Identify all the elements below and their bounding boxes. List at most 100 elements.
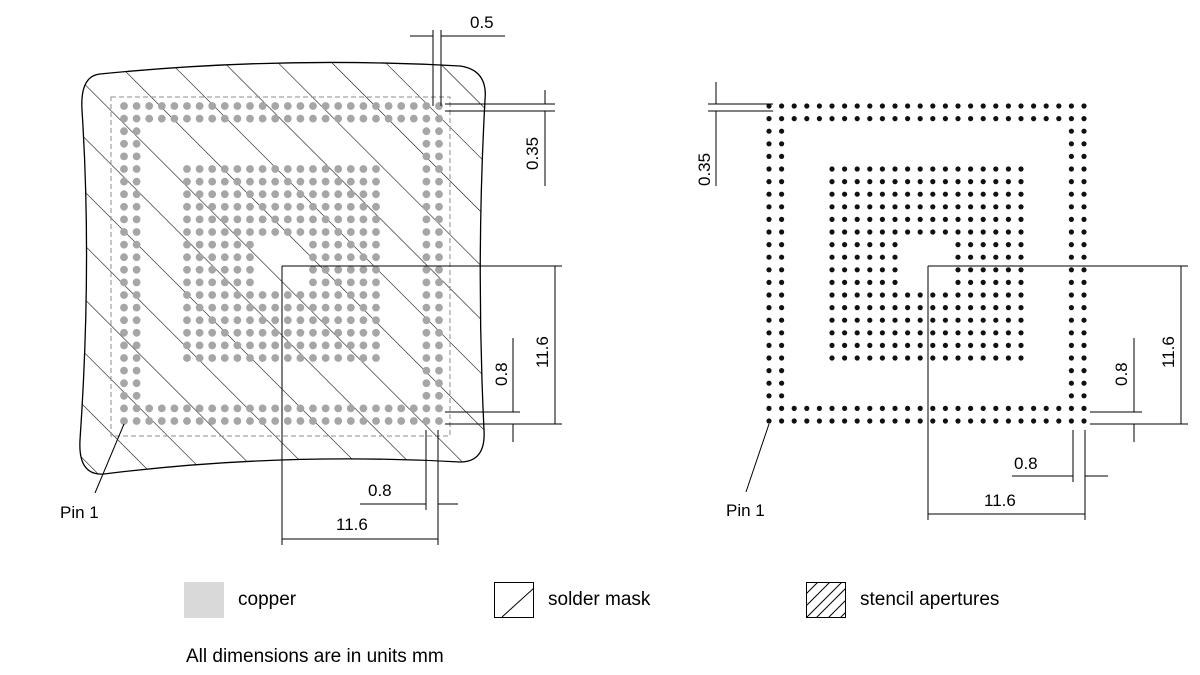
- ball-pad: [879, 191, 886, 197]
- ball-pad: [1068, 380, 1074, 386]
- ball-pad: [271, 228, 280, 236]
- ball-pad: [334, 328, 343, 337]
- ball-pad: [195, 102, 204, 110]
- ball-pad: [132, 291, 141, 299]
- ball-pad: [334, 278, 343, 287]
- ball-pad: [930, 229, 936, 235]
- ball-pad: [334, 102, 343, 110]
- ball-pad: [157, 404, 166, 413]
- ball-pad: [842, 317, 848, 323]
- ball-pad: [220, 278, 229, 287]
- ball-pad: [435, 215, 443, 224]
- ball-pad: [930, 191, 936, 197]
- ball-pad: [779, 355, 785, 361]
- ball-pad: [208, 190, 217, 199]
- ball-pad: [854, 418, 860, 424]
- ball-pad: [346, 328, 355, 337]
- ball-pitch-label-horizontal-right: 0.8: [1014, 454, 1038, 473]
- ball-pad: [208, 102, 217, 110]
- left-view: 0.5 0.35 11.6 0.8 0.8: [60, 13, 562, 545]
- ball-pad: [208, 240, 217, 249]
- ball-pad: [120, 379, 128, 388]
- ball-pad: [296, 303, 305, 312]
- ball-pad: [905, 166, 911, 172]
- ball-pad: [183, 215, 191, 224]
- ball-pad: [766, 292, 772, 298]
- ball-pad: [955, 242, 961, 248]
- ball-pad: [346, 291, 355, 299]
- ball-pad: [435, 354, 443, 362]
- ball-pad: [220, 404, 229, 413]
- ball-pad: [1031, 418, 1037, 424]
- ball-pad: [1005, 292, 1012, 298]
- ball-pad: [132, 190, 141, 199]
- ball-pad: [220, 265, 229, 274]
- ball-pad: [968, 216, 974, 222]
- ball-pad: [1005, 330, 1012, 336]
- ball-pad: [1068, 267, 1074, 273]
- legend-solder-mask-label: solder mask: [548, 589, 651, 610]
- ball-pad: [980, 191, 986, 197]
- ball-pad: [1005, 242, 1012, 248]
- ball-pad: [233, 291, 242, 299]
- ball-pad: [283, 114, 292, 123]
- ball-pad: [195, 177, 204, 186]
- ball-pad: [980, 305, 986, 311]
- ball-pad: [829, 292, 835, 298]
- ball-pad: [968, 103, 974, 109]
- ball-pad: [359, 228, 368, 236]
- ball-pad: [1056, 405, 1062, 411]
- ball-pad: [955, 342, 961, 348]
- ball-pad: [842, 279, 848, 285]
- ball-pad: [346, 177, 355, 186]
- ball-pad: [1018, 418, 1024, 424]
- ball-pad: [283, 417, 292, 425]
- ball-pad: [842, 342, 848, 348]
- ball-pad: [766, 216, 772, 222]
- ball-pad: [334, 316, 343, 325]
- ball-pad: [120, 391, 128, 400]
- ball-pad: [359, 404, 368, 413]
- ball-pad: [271, 341, 280, 350]
- ball-pad: [1068, 292, 1074, 298]
- ball-pad: [120, 190, 128, 199]
- ball-pad: [968, 191, 974, 197]
- ball-pad: [233, 165, 242, 173]
- ball-pad: [980, 317, 986, 323]
- ball-pad: [1018, 116, 1024, 122]
- ball-pad: [892, 216, 898, 222]
- ball-pad: [409, 417, 418, 425]
- ball-pad: [246, 354, 254, 362]
- ball-pad: [170, 102, 179, 110]
- ball-pad: [120, 354, 128, 362]
- ball-pad: [867, 116, 873, 122]
- ball-pad: [993, 267, 999, 273]
- ball-pad: [246, 328, 254, 337]
- ball-pad: [422, 278, 431, 287]
- ball-pad: [1005, 317, 1012, 323]
- ball-pad: [968, 242, 974, 248]
- ball-pad: [892, 179, 898, 185]
- ball-pad: [1068, 355, 1074, 361]
- ball-pad: [372, 165, 380, 173]
- ball-pad: [157, 114, 166, 123]
- ball-pad: [220, 303, 229, 312]
- ball-pad: [905, 179, 911, 185]
- ball-pad: [435, 278, 443, 287]
- ball-pad: [854, 279, 860, 285]
- ball-pad: [829, 229, 835, 235]
- ball-pad: [220, 328, 229, 337]
- ball-pitch-label-vertical: 0.8: [492, 362, 511, 386]
- ball-pad: [854, 292, 860, 298]
- ball-pad: [854, 355, 860, 361]
- ball-pad: [208, 165, 217, 173]
- ball-pad: [955, 405, 961, 411]
- edge-offset-dimension-right: [708, 82, 773, 186]
- ball-pad: [321, 328, 330, 337]
- ball-pad: [435, 152, 443, 161]
- legend-solder-mask: solder mask: [494, 582, 650, 618]
- ball-pad: [1005, 405, 1012, 411]
- ball-pad: [334, 240, 343, 249]
- ball-pad: [930, 216, 936, 222]
- ball-pad: [1068, 128, 1074, 134]
